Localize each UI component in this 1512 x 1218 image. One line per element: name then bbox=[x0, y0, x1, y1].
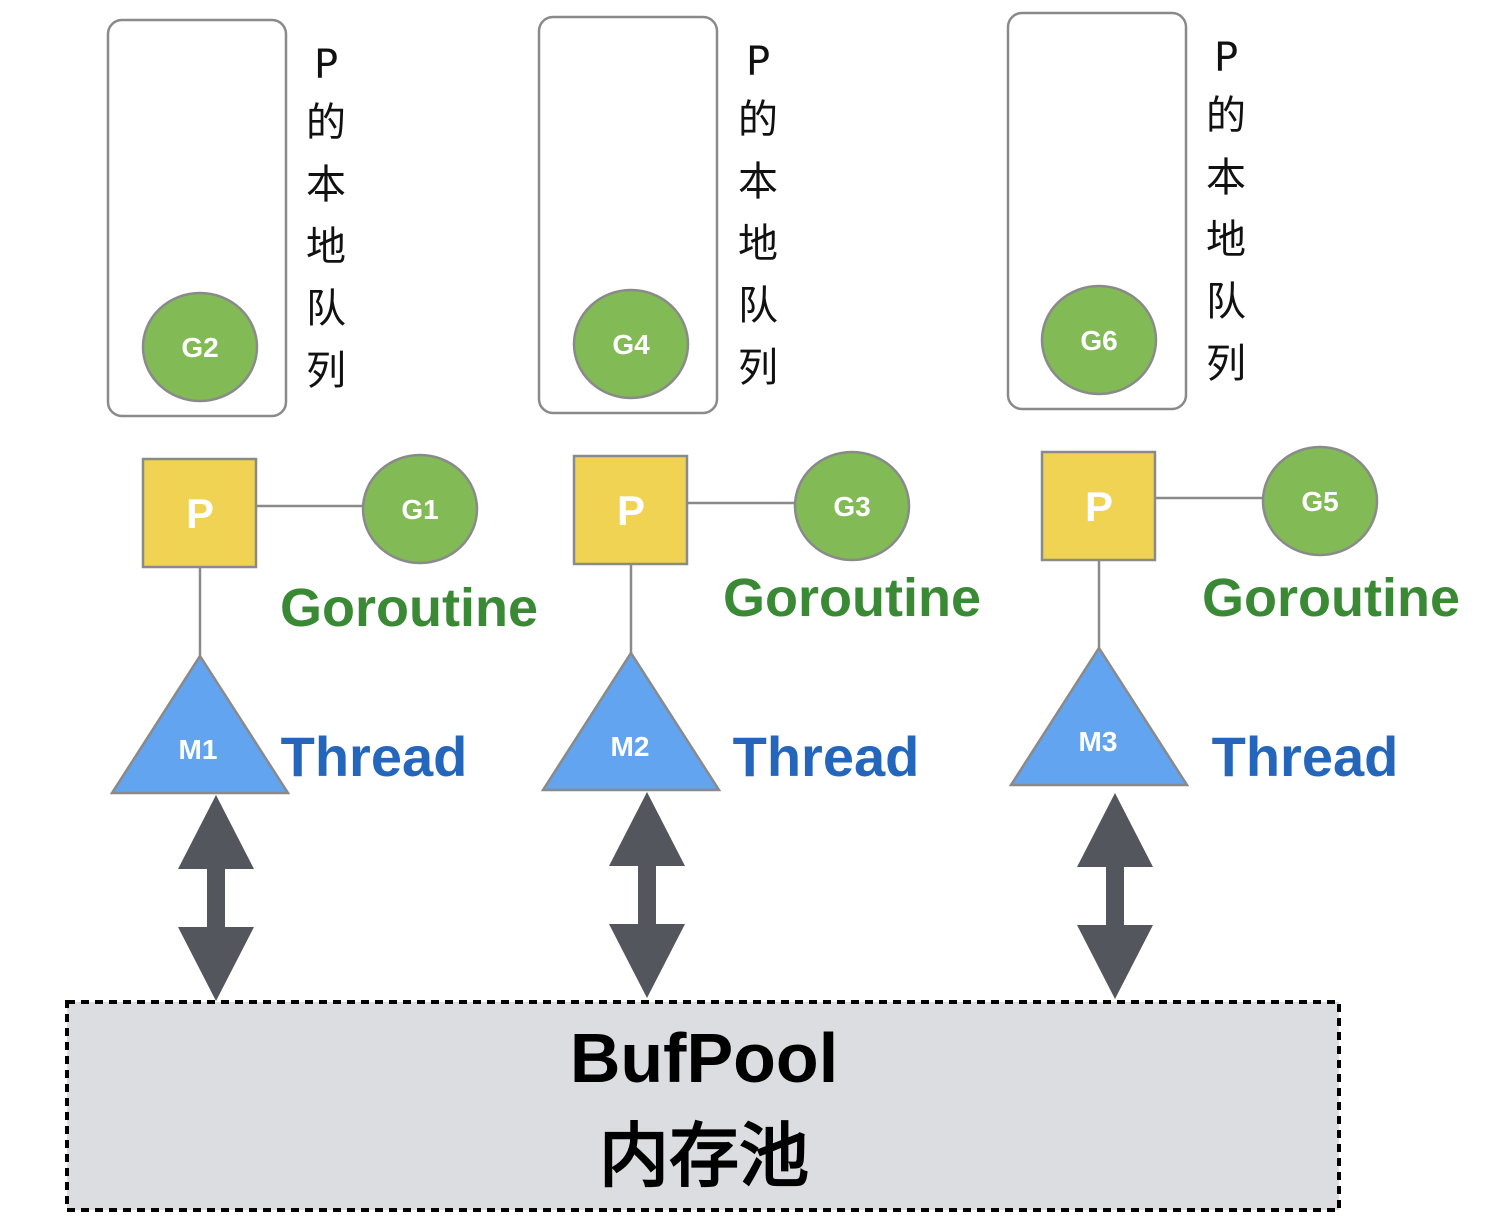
running-goroutine-label: G5 bbox=[1301, 486, 1338, 517]
queue-label-char: 队 bbox=[738, 283, 778, 329]
column-2: P 的 本 地 队 列 G4 P G3 Goroutine M2 Thread bbox=[537, 15, 981, 998]
queue-label-char: 列 bbox=[1206, 341, 1246, 387]
queued-goroutine-label: G6 bbox=[1080, 325, 1117, 356]
queued-goroutine-node bbox=[1040, 284, 1158, 396]
machine-label: M1 bbox=[179, 734, 218, 765]
queue-label-char: 列 bbox=[738, 345, 778, 391]
queue-label: P 的 本 地 队 列 bbox=[306, 42, 346, 394]
buf-pool-box bbox=[65, 1000, 1341, 1212]
queue-label: P 的 本 地 队 列 bbox=[1206, 35, 1246, 387]
running-goroutine-label: G3 bbox=[833, 491, 870, 522]
queue-label-char: 地 bbox=[738, 221, 778, 267]
queue-label-char: P bbox=[314, 42, 338, 88]
queue-label-char: 本 bbox=[738, 159, 778, 205]
bidirectional-arrow-icon bbox=[1077, 793, 1153, 999]
queue-label-char: 地 bbox=[306, 224, 346, 270]
queue-label-char: 队 bbox=[306, 286, 346, 332]
queue-label-char: 的 bbox=[306, 100, 346, 146]
thread-caption: Thread bbox=[733, 725, 920, 788]
queue-label-char: 地 bbox=[1206, 217, 1246, 263]
processor-node bbox=[572, 454, 689, 566]
queue-label-char: 本 bbox=[1206, 155, 1246, 201]
processor-label: P bbox=[1085, 483, 1113, 530]
queued-goroutine-label: G2 bbox=[181, 332, 218, 363]
processor-node bbox=[141, 457, 258, 569]
processor-node bbox=[1040, 450, 1157, 562]
queue-label-char: 列 bbox=[306, 348, 346, 394]
bidirectional-arrow-icon bbox=[609, 792, 685, 998]
queue-label-char: 队 bbox=[1206, 279, 1246, 325]
queue-label: P 的 本 地 队 列 bbox=[738, 39, 778, 391]
running-goroutine-node bbox=[793, 450, 911, 562]
machine-label: M2 bbox=[611, 731, 650, 762]
machine-label: M3 bbox=[1079, 726, 1118, 757]
processor-label: P bbox=[617, 487, 645, 534]
machine-node bbox=[109, 653, 291, 795]
column-3: P 的 本 地 队 列 G6 P G5 Goroutine M3 Thread bbox=[1006, 11, 1460, 999]
queued-goroutine-node bbox=[572, 288, 690, 400]
queue-label-char: P bbox=[1214, 35, 1238, 81]
running-goroutine-label: G1 bbox=[401, 494, 438, 525]
machine-node bbox=[540, 650, 722, 792]
buf-pool-title: BufPool bbox=[570, 1019, 838, 1097]
queue-label-char: 本 bbox=[306, 162, 346, 208]
column-1: P 的 本 地 队 列 G2 P G1 Goroutine M1 Thread bbox=[106, 18, 538, 1001]
machine-node bbox=[1008, 645, 1190, 787]
goroutine-caption: Goroutine bbox=[723, 568, 981, 628]
queue-label-char: 的 bbox=[1206, 93, 1246, 139]
bidirectional-arrow-icon bbox=[178, 795, 254, 1001]
queued-goroutine-node bbox=[141, 291, 259, 403]
queue-label-char: P bbox=[746, 39, 770, 85]
buf-pool-subtitle: 内存池 bbox=[599, 1115, 809, 1197]
processor-label: P bbox=[186, 490, 214, 537]
goroutine-caption: Goroutine bbox=[280, 578, 538, 638]
running-goroutine-node bbox=[1261, 445, 1379, 557]
running-goroutine-node bbox=[361, 453, 479, 565]
buf-pool: BufPool 内存池 bbox=[65, 1000, 1341, 1212]
queued-goroutine-label: G4 bbox=[612, 329, 650, 360]
goroutine-caption: Goroutine bbox=[1202, 568, 1460, 628]
thread-caption: Thread bbox=[1212, 725, 1399, 788]
thread-caption: Thread bbox=[281, 725, 468, 788]
queue-label-char: 的 bbox=[738, 97, 778, 143]
